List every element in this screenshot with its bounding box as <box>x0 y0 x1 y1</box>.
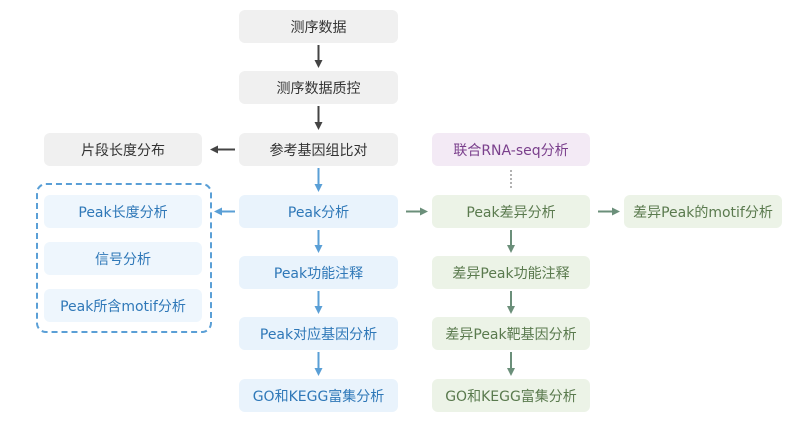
node-signal-analysis: 信号分析 <box>44 242 202 275</box>
node-peak-gene-analysis: Peak对应基因分析 <box>239 317 398 350</box>
node-go-kegg-enrichment: GO和KEGG富集分析 <box>239 379 398 412</box>
node-diff-peak: Peak差异分析 <box>432 195 590 228</box>
node-diff-peak-annotation: 差异Peak功能注释 <box>432 256 590 289</box>
node-peak-annotation: Peak功能注释 <box>239 256 398 289</box>
node-data-qc: 测序数据质控 <box>239 71 398 104</box>
node-peak-motif: Peak所含motif分析 <box>44 289 202 322</box>
node-peak-length: Peak长度分析 <box>44 195 202 228</box>
peak-sub-analyses-group <box>36 183 212 333</box>
node-fragment-length: 片段长度分布 <box>44 133 202 166</box>
node-diff-peak-motif: 差异Peak的motif分析 <box>624 195 782 228</box>
node-joint-rnaseq: 联合RNA-seq分析 <box>432 133 590 166</box>
node-sequencing-data: 测序数据 <box>239 10 398 43</box>
node-genome-alignment: 参考基因组比对 <box>239 133 398 166</box>
node-diff-go-kegg-enrichment: GO和KEGG富集分析 <box>432 379 590 412</box>
node-diff-peak-target-genes: 差异Peak靶基因分析 <box>432 317 590 350</box>
node-peak-analysis: Peak分析 <box>239 195 398 228</box>
